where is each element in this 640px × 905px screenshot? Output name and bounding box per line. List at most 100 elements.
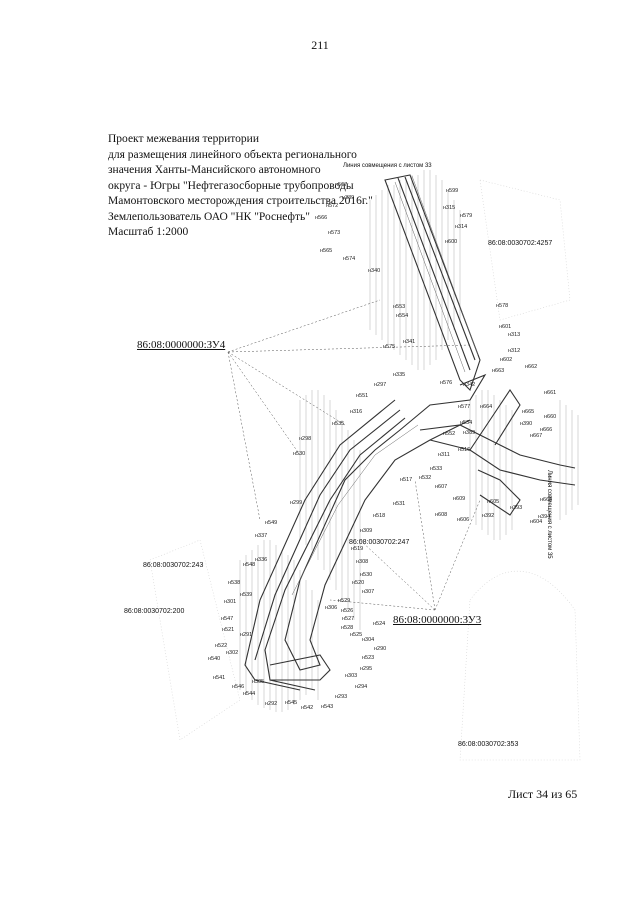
- point-label: н545: [285, 700, 298, 706]
- point-label: н526: [341, 608, 354, 614]
- point-label: н341: [403, 339, 416, 345]
- point-label: н530: [293, 451, 306, 457]
- point-label: н605: [487, 499, 500, 505]
- title-line: Масштаб 1:2000: [108, 226, 189, 238]
- point-label: н578: [496, 303, 509, 309]
- point-label: н302: [226, 650, 239, 656]
- point-label: н546: [232, 684, 245, 690]
- point-label: н335: [393, 372, 406, 378]
- point-label: н540: [208, 656, 221, 662]
- point-label: н297: [374, 382, 387, 388]
- point-label: н539: [240, 592, 253, 598]
- point-label: н520: [352, 580, 365, 586]
- point-label: н551: [356, 393, 369, 399]
- cadastral-label: 86:08:0030702:353: [458, 741, 519, 748]
- point-label: н565: [320, 248, 333, 254]
- point-label: н575: [383, 344, 396, 350]
- point-label: н668: [540, 497, 553, 503]
- point-label: н291: [240, 632, 253, 638]
- point-label: н544: [243, 691, 256, 697]
- point-label: н600: [445, 239, 458, 245]
- point-label: н315: [443, 205, 456, 211]
- point-label: н531: [393, 501, 406, 507]
- point-label: н313: [508, 332, 521, 338]
- point-label: н337: [255, 533, 268, 539]
- point-label: н307: [362, 589, 375, 595]
- point-label: н316: [350, 409, 363, 415]
- sheet-label: Лист 34 из 65: [508, 787, 578, 801]
- point-label: н516: [458, 447, 471, 453]
- point-label: н608: [435, 512, 448, 518]
- point-label: н534: [460, 420, 473, 426]
- point-label: н390: [520, 421, 533, 427]
- point-label: н607: [435, 484, 448, 490]
- point-label: н309: [360, 528, 373, 534]
- point-label: н529: [338, 598, 351, 604]
- point-label: н535: [332, 421, 345, 427]
- point-label: н314: [455, 224, 468, 230]
- cadastral-label: 86:08:0030702:243: [143, 562, 204, 569]
- point-label: н574: [343, 256, 356, 262]
- title-line: для размещения линейного объекта региона…: [108, 148, 357, 161]
- point-label: н525: [350, 632, 363, 638]
- title-line: Проект межевания территории: [108, 133, 259, 145]
- cadastral-label: 86:08:0030702:247: [349, 539, 410, 546]
- point-label: н305: [252, 679, 265, 685]
- point-label: н298: [299, 436, 312, 442]
- point-label: н601: [499, 324, 512, 330]
- point-label: н336: [255, 557, 268, 563]
- point-label: н543: [321, 704, 334, 710]
- point-label: н523: [362, 655, 375, 661]
- point-label: н538: [228, 580, 241, 586]
- title-line: Землепользователь ОАО "НК "Роснефть": [108, 210, 310, 223]
- point-label: н548: [243, 562, 256, 568]
- point-label: н609: [453, 496, 466, 502]
- point-label: н663: [492, 368, 505, 374]
- point-label: н606: [457, 517, 470, 523]
- point-label: н290: [374, 646, 387, 652]
- point-label: н572: [326, 203, 339, 209]
- point-label: н392: [482, 513, 495, 519]
- point-label: н541: [213, 675, 226, 681]
- title-line: значения Ханты-Мансийского автономного: [108, 164, 321, 176]
- point-label: н665: [522, 409, 535, 415]
- point-label: н604: [530, 519, 543, 525]
- point-label: н533: [430, 466, 443, 472]
- point-label: н662: [525, 364, 538, 370]
- point-label: н667: [530, 433, 543, 439]
- point-label: н312: [508, 348, 521, 354]
- point-label: н522: [215, 643, 228, 649]
- point-label: н599: [446, 188, 459, 194]
- leader-lines: [227, 299, 481, 611]
- point-label: н553: [393, 304, 406, 310]
- point-label: н519: [351, 546, 364, 552]
- point-label: н304: [362, 637, 375, 643]
- point-label: н308: [356, 559, 369, 565]
- point-label: н547: [221, 616, 234, 622]
- point-label: н577: [458, 404, 471, 410]
- point-label: н527: [342, 616, 355, 622]
- point-label: н389: [463, 430, 476, 436]
- point-label: н573: [328, 230, 341, 236]
- point-label: н303: [345, 673, 358, 679]
- zone-label-zu3: 86:08:0000000:ЗУ3: [393, 614, 482, 626]
- point-label: н664: [480, 404, 493, 410]
- point-label: н666: [540, 427, 553, 433]
- point-label: н293: [335, 694, 348, 700]
- page-number: 211: [311, 38, 329, 52]
- title-line: округа - Югры "Нефтегазосборные трубопро…: [108, 179, 354, 192]
- point-label: н576: [440, 380, 453, 386]
- point-label: н295: [360, 666, 373, 672]
- point-label: н524: [373, 621, 386, 627]
- point-label: н299: [290, 500, 303, 506]
- point-label: н660: [544, 414, 557, 420]
- point-label: н301: [224, 599, 237, 605]
- point-label: н294: [355, 684, 368, 690]
- point-label: н552: [443, 431, 456, 437]
- point-label: н528: [341, 625, 354, 631]
- point-label: н306: [325, 605, 338, 611]
- cadastral-label: 86:08:0030702:200: [124, 608, 185, 615]
- title-line: Мамонтовского месторождения строительств…: [108, 195, 373, 207]
- point-label: н340: [368, 268, 381, 274]
- point-label: н342: [463, 382, 476, 388]
